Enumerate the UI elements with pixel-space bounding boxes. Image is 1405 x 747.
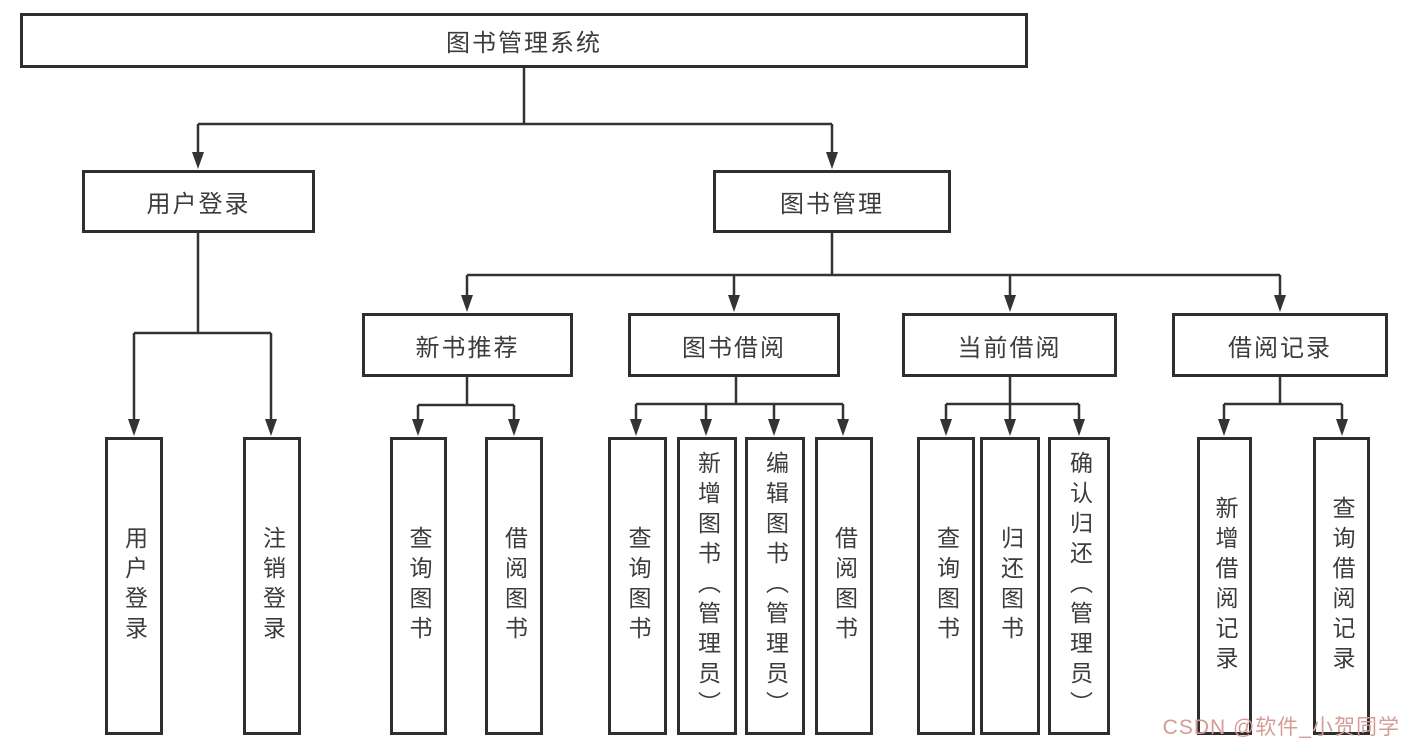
node-label: 图书管理系统 xyxy=(446,30,602,57)
node-book-management: 图书管理 xyxy=(713,170,951,233)
node-label: 注销登录 xyxy=(259,526,286,646)
node-leaf-logout: 注销登录 xyxy=(243,437,301,735)
node-leaf-query-books-current: 查询图书 xyxy=(917,437,975,735)
node-label: 确认归还（管理员） xyxy=(1066,451,1093,721)
node-label: 编辑图书（管理员） xyxy=(762,451,789,721)
node-label: 借阅图书 xyxy=(831,526,858,646)
node-label: 借阅记录 xyxy=(1228,334,1332,362)
node-new-book-recommendation: 新书推荐 xyxy=(362,313,573,377)
node-book-borrowing: 图书借阅 xyxy=(628,313,840,377)
arrowheads xyxy=(128,152,1348,436)
node-leaf-user-login: 用户登录 xyxy=(105,437,163,735)
csdn-watermark: CSDN @软件_小贺同学 xyxy=(1162,716,1400,739)
node-leaf-confirm-return-admin: 确认归还（管理员） xyxy=(1048,437,1110,735)
node-library-management-system: 图书管理系统 xyxy=(20,13,1028,68)
node-label: 用户登录 xyxy=(146,191,251,218)
connector-current-children xyxy=(944,377,1081,420)
node-label: 查询图书 xyxy=(933,526,960,646)
node-label: 当前借阅 xyxy=(957,334,1062,362)
connector-new-rec-children xyxy=(416,377,516,420)
node-label: 查询图书 xyxy=(406,526,432,646)
node-leaf-add-borrow-record: 新增借阅记录 xyxy=(1197,437,1252,735)
node-leaf-query-books-recommend: 查询图书 xyxy=(390,437,447,735)
node-user-login: 用户登录 xyxy=(82,170,315,233)
node-label: 归还图书 xyxy=(997,526,1024,646)
node-label: 查询借阅记录 xyxy=(1329,496,1355,676)
node-label: 新增图书（管理员） xyxy=(694,451,721,721)
connector-book-mgmt-children xyxy=(465,233,1282,296)
node-borrowing-records: 借阅记录 xyxy=(1172,313,1388,377)
node-leaf-query-books-borrow: 查询图书 xyxy=(608,437,667,735)
node-label: 新增借阅记录 xyxy=(1212,496,1238,676)
node-label: 新书推荐 xyxy=(415,334,520,362)
node-leaf-borrow-books-recommend: 借阅图书 xyxy=(485,437,543,735)
connector-records-children xyxy=(1222,377,1344,420)
connector-user-login-children xyxy=(132,233,273,420)
node-label: 用户登录 xyxy=(121,526,148,646)
connector-root-to-level2 xyxy=(196,68,834,153)
node-current-borrowing: 当前借阅 xyxy=(902,313,1117,377)
node-label: 图书借阅 xyxy=(682,334,786,362)
node-label: 借阅图书 xyxy=(501,526,528,646)
node-leaf-edit-books-admin: 编辑图书（管理员） xyxy=(745,437,805,735)
node-leaf-return-books: 归还图书 xyxy=(980,437,1040,735)
node-leaf-query-borrow-record: 查询借阅记录 xyxy=(1313,437,1370,735)
connector-borrow-children xyxy=(634,377,845,420)
node-label: 图书管理 xyxy=(780,191,884,218)
node-leaf-add-books-admin: 新增图书（管理员） xyxy=(677,437,737,735)
node-leaf-borrow-books: 借阅图书 xyxy=(815,437,873,735)
node-label: 查询图书 xyxy=(625,526,651,646)
